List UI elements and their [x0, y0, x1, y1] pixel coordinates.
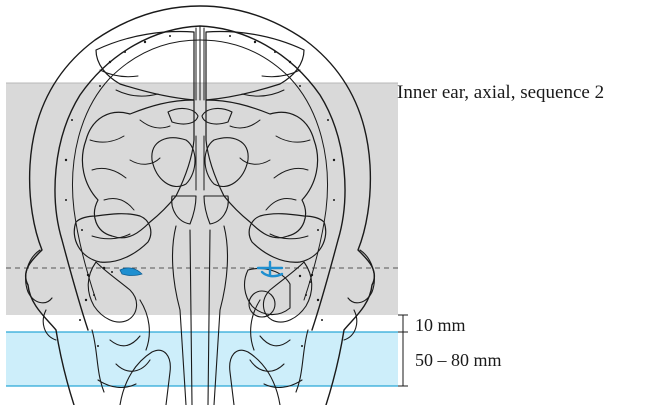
slice-thickness-label: 10 mm [415, 315, 466, 336]
blue-slab-region [6, 332, 398, 386]
gray-coverage-region [6, 83, 398, 315]
dimension-bracket [398, 315, 408, 386]
slab-coverage-label: 50 – 80 mm [415, 350, 502, 371]
sequence-title: Inner ear, axial, sequence 2 [397, 82, 604, 104]
